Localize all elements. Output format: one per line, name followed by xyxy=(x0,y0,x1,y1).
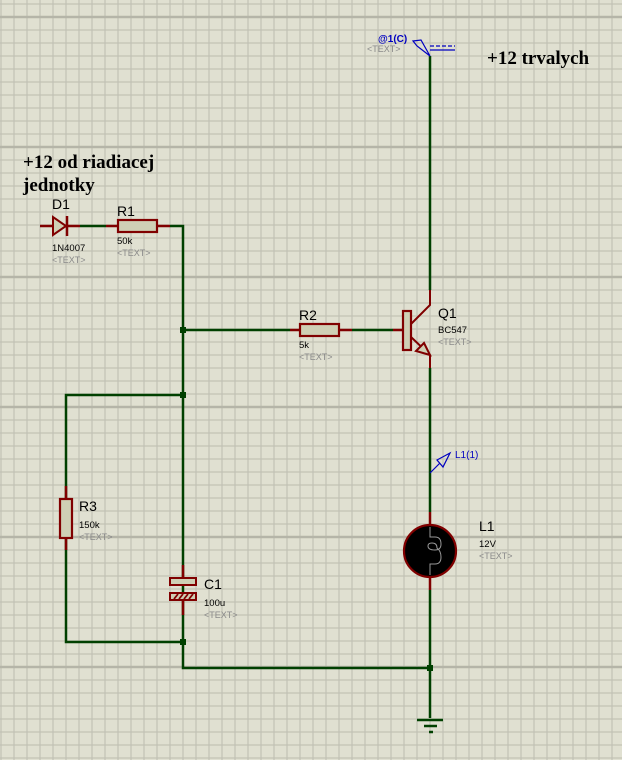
probe-l1-label: L1(1) xyxy=(455,450,478,461)
junction-dot xyxy=(180,327,186,333)
probe-arrow-icon xyxy=(436,451,452,469)
c1-value: 100u xyxy=(204,598,225,609)
resistor-r2[interactable]: R2 5k <TEXT> xyxy=(290,307,352,362)
l1-value: 12V xyxy=(479,539,497,550)
r2-ref: R2 xyxy=(299,307,317,323)
q1-value: BC547 xyxy=(438,325,467,336)
power-terminal-label: @1(C) xyxy=(378,34,407,45)
d1-text: <TEXT> xyxy=(52,255,86,265)
wires xyxy=(64,56,432,718)
junction-dot xyxy=(180,639,186,645)
d1-value: 1N4007 xyxy=(52,243,85,254)
resistor-r3[interactable]: R3 150k <TEXT> xyxy=(58,486,113,550)
r1-text: <TEXT> xyxy=(117,248,151,258)
annotation-control-supply-line2: jednotky xyxy=(22,175,95,196)
r1-ref: R1 xyxy=(117,203,135,219)
r3-value: 150k xyxy=(79,520,100,531)
l1-text: <TEXT> xyxy=(479,551,513,561)
wire-r3-top xyxy=(64,393,183,498)
emitter-arrow-icon xyxy=(414,341,432,357)
terminal-arrow-icon xyxy=(411,39,431,57)
q1-ref: Q1 xyxy=(438,305,457,321)
d1-ref: D1 xyxy=(52,196,70,212)
wire-r3-bottom xyxy=(64,538,183,644)
c1-ref: C1 xyxy=(204,576,222,592)
diode-d1[interactable]: D1 1N4007 <TEXT> xyxy=(40,196,86,265)
c1-text: <TEXT> xyxy=(204,610,238,620)
filament-icon xyxy=(427,527,442,575)
lamp-l1[interactable]: L1 12V <TEXT> xyxy=(402,512,513,590)
junction-dot xyxy=(427,665,433,671)
voltage-probe-l1[interactable]: L1(1) xyxy=(429,450,478,474)
junction-dot xyxy=(180,392,186,398)
r3-ref: R3 xyxy=(79,498,97,514)
r2-text: <TEXT> xyxy=(299,352,333,362)
power-terminal-text: <TEXT> xyxy=(367,44,401,54)
r3-text: <TEXT> xyxy=(79,532,113,542)
q1-text: <TEXT> xyxy=(438,337,472,347)
capacitor-c1[interactable]: C1 100u <TEXT> xyxy=(169,565,238,620)
l1-ref: L1 xyxy=(479,518,495,534)
annotation-control-supply-line1: +12 od riadiacej xyxy=(23,152,154,173)
power-terminal[interactable]: @1(C) <TEXT> xyxy=(367,34,455,57)
ground-symbol[interactable] xyxy=(417,718,443,734)
resistor-r1[interactable]: R1 50k <TEXT> xyxy=(106,203,170,258)
junctions xyxy=(180,327,433,671)
r1-value: 50k xyxy=(117,236,133,247)
transistor-q1[interactable]: Q1 BC547 <TEXT> xyxy=(393,290,472,368)
wire-r1-node xyxy=(170,224,430,670)
r2-value: 5k xyxy=(299,340,309,351)
annotation-permanent-supply: +12 trvalych xyxy=(487,48,590,69)
